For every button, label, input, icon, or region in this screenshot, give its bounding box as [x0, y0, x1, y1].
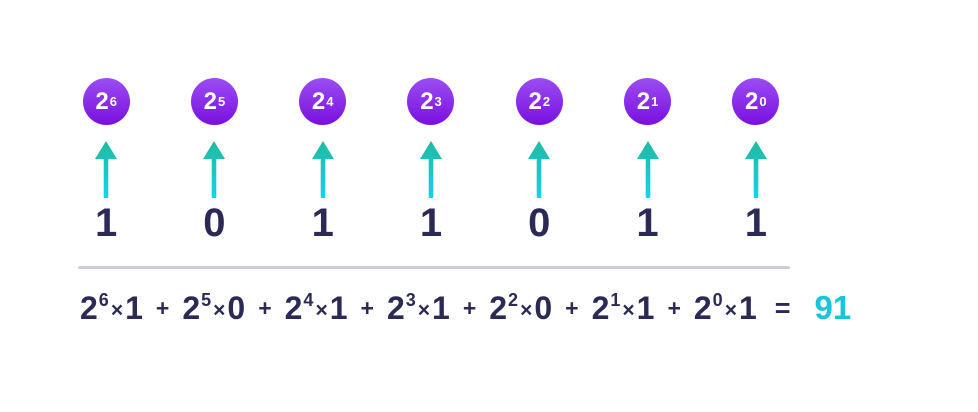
equation-term-4: 24×1 — [285, 290, 348, 326]
term-exponent: 0 — [712, 290, 723, 310]
power-base: 2 — [636, 87, 651, 115]
bit-value: 0 — [528, 201, 551, 245]
term-bit: 0 — [534, 290, 553, 326]
power-base: 2 — [203, 87, 217, 115]
decimal-result: 91 — [814, 289, 852, 326]
plus-sign: + — [667, 295, 681, 321]
term-bit: 1 — [329, 290, 348, 326]
term-base: 2 — [284, 290, 303, 326]
equation-term-3: 23×1 — [387, 290, 450, 326]
plus-sign: + — [360, 295, 374, 321]
equation-term-1: 21×1 — [592, 290, 655, 326]
power-base: 2 — [95, 87, 109, 115]
term-base: 2 — [182, 290, 201, 326]
up-arrow-icon — [95, 141, 118, 198]
term-exponent: 2 — [508, 290, 519, 310]
bit-value: 1 — [311, 201, 334, 245]
term-exponent: 3 — [405, 290, 416, 310]
plus-sign: + — [258, 295, 272, 321]
power-base: 2 — [745, 87, 759, 115]
equals-sign: = — [774, 293, 791, 323]
term-base: 2 — [489, 290, 508, 326]
up-arrow-icon — [636, 141, 659, 198]
term-bit: 0 — [227, 290, 246, 326]
times-sign: × — [724, 299, 737, 322]
term-exponent: 1 — [610, 290, 621, 310]
up-arrow-icon — [419, 141, 442, 198]
times-sign: × — [622, 299, 635, 322]
power-base: 2 — [420, 87, 434, 115]
term-exponent: 5 — [201, 290, 212, 310]
up-arrow-icon — [528, 141, 551, 198]
term-base: 2 — [80, 290, 98, 326]
up-arrow-icon — [311, 141, 334, 198]
bit-value: 1 — [744, 201, 767, 245]
term-base: 2 — [591, 290, 610, 326]
times-sign: × — [213, 299, 226, 322]
bit-value: 1 — [636, 201, 659, 245]
term-bit: 1 — [636, 290, 655, 326]
term-base: 2 — [693, 290, 712, 326]
bit-value: 0 — [203, 201, 226, 245]
term-bit: 1 — [125, 290, 143, 326]
term-exponent: 4 — [303, 290, 314, 310]
term-base: 2 — [386, 290, 405, 326]
equation-term-5: 25×0 — [182, 290, 245, 326]
term-bit: 1 — [738, 290, 757, 326]
expansion-equation: 26×1+25×0+24×1+23×1+22×0+21×1+20×1=91 — [80, 288, 851, 331]
term-exponent: 6 — [98, 290, 109, 310]
power-base: 2 — [528, 87, 542, 115]
times-sign: × — [315, 299, 328, 322]
plus-sign: + — [462, 295, 477, 321]
times-sign: × — [110, 299, 124, 322]
equation-term-0: 20×1 — [694, 290, 757, 326]
power-base: 2 — [311, 87, 326, 115]
up-arrow-icon — [744, 141, 767, 198]
separator-line — [78, 266, 790, 269]
equation-term-2: 22×0 — [489, 290, 552, 326]
plus-sign: + — [565, 295, 579, 321]
term-bit: 1 — [432, 290, 450, 326]
up-arrow-icon — [203, 141, 226, 198]
times-sign: × — [520, 299, 533, 322]
plus-sign: + — [155, 295, 170, 321]
equation-term-6: 26×1 — [80, 290, 143, 326]
bit-value: 1 — [95, 201, 118, 245]
times-sign: × — [417, 299, 431, 322]
bit-value: 1 — [419, 201, 443, 245]
